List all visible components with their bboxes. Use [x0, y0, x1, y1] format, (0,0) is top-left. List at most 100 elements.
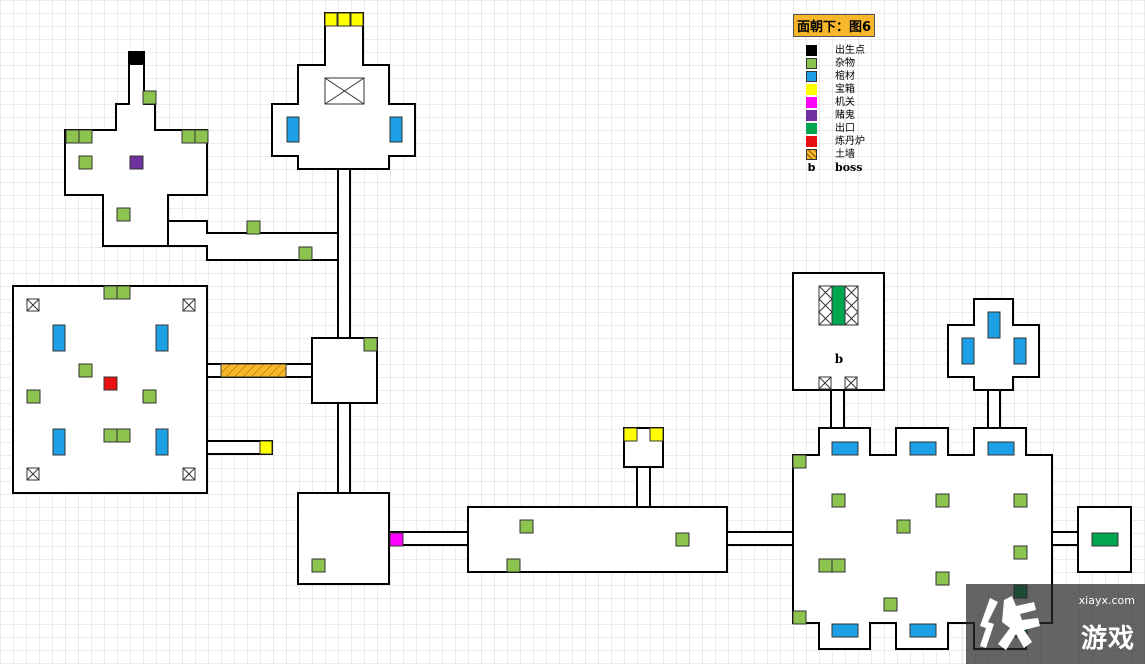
crossed-box [182, 467, 196, 481]
chest [623, 427, 638, 442]
watermark-name: 游戏 [1080, 624, 1135, 654]
misc-item [1013, 493, 1028, 508]
legend-title: 面朝下：图6 [793, 14, 876, 37]
coffin [155, 428, 169, 456]
legend-label: 赌鬼 [835, 110, 855, 121]
legend-item-spawn: 出生点 [793, 44, 875, 57]
earthwall-swatch [806, 149, 817, 160]
watermark-url: xiayx.com [1078, 594, 1135, 607]
furnace-swatch [806, 136, 817, 147]
legend-item-chest: 宝箱 [793, 83, 875, 96]
chests [259, 12, 664, 455]
exit-swatch [806, 123, 817, 134]
misc-item [831, 493, 846, 508]
ghost-swatch [806, 110, 817, 121]
northeast-neck [987, 389, 1001, 429]
legend-label: 出口 [835, 123, 855, 134]
misc-item [792, 454, 807, 469]
map-legend: 面朝下：图6 出生点 杂物 棺材 宝箱 机关 赌鬼 出口 炼丹炉 土墙 b bos… [793, 14, 876, 174]
misc-item [65, 129, 80, 144]
misc-item [363, 337, 378, 352]
misc-item [142, 389, 157, 404]
furnace [103, 376, 118, 391]
coffin [1013, 337, 1027, 365]
misc-swatch [806, 58, 817, 69]
crossed-box [182, 298, 196, 312]
legend-item-furnace: 炼丹炉 [793, 135, 875, 148]
earth-wall [220, 363, 287, 378]
misc-item [116, 428, 131, 443]
boss-neck [830, 389, 845, 429]
south-vertical-corridor [337, 402, 351, 494]
switch [389, 532, 404, 547]
north-chest-neck [636, 466, 651, 508]
boss-marker: b [835, 352, 843, 366]
crossed-box [844, 285, 859, 326]
coffin [909, 441, 937, 456]
legend-item-exit: 出口 [793, 122, 875, 135]
legend-label: 机关 [835, 97, 855, 108]
spawn-point [130, 52, 143, 65]
site-watermark: xiayx.com 游戏 [966, 584, 1145, 664]
legend-item-ghost: 赌鬼 [793, 109, 875, 122]
coffin [52, 324, 66, 352]
site-logo-icon [980, 596, 1040, 650]
misc-item [896, 519, 911, 534]
exit-room [1077, 506, 1132, 573]
coffin [987, 311, 1001, 339]
legend-label: 土墙 [835, 149, 855, 160]
misc-item [103, 428, 118, 443]
chest [337, 12, 351, 27]
spawn-swatch [806, 45, 817, 56]
legend-label: 出生点 [835, 45, 865, 56]
ghost [129, 155, 144, 170]
legend-item-earthwall: 土墙 [793, 148, 875, 161]
chest [259, 440, 273, 455]
legend-label: boss [835, 161, 863, 174]
legend-label: 棺材 [835, 71, 855, 82]
misc-item [519, 519, 534, 534]
chest [649, 427, 664, 442]
coffin [987, 441, 1015, 456]
exit-corridor [1051, 531, 1079, 546]
misc-item [506, 558, 521, 573]
coffin [155, 324, 169, 352]
misc-item [78, 129, 93, 144]
chest-swatch [806, 84, 817, 95]
misc-item [831, 558, 846, 573]
legend-item-switch: 机关 [793, 96, 875, 109]
misc-item [116, 207, 131, 222]
switch-swatch [806, 97, 817, 108]
coffin [909, 623, 937, 638]
legend-item-boss: b boss [793, 161, 875, 174]
crossed-box [26, 467, 40, 481]
misc-item [883, 597, 898, 612]
exit [1091, 532, 1119, 547]
northeast-cross-room [947, 298, 1040, 391]
crossed-box [26, 298, 40, 312]
misc-item [792, 610, 807, 625]
misc-item [78, 363, 93, 378]
exit [831, 285, 846, 326]
misc-item [78, 155, 93, 170]
coffin [831, 441, 859, 456]
misc-item [1013, 545, 1028, 560]
legend-label: 炼丹炉 [835, 136, 865, 147]
coffin [52, 428, 66, 456]
misc-item [103, 285, 118, 300]
crossed-box [818, 376, 832, 390]
misc-item [675, 532, 690, 547]
misc-item [181, 129, 196, 144]
coffin [961, 337, 975, 365]
misc-item [935, 493, 950, 508]
legend-label: 杂物 [835, 58, 855, 69]
legend-item-misc: 杂物 [793, 57, 875, 70]
chest [324, 12, 338, 27]
legend-list: 出生点 杂物 棺材 宝箱 机关 赌鬼 出口 炼丹炉 土墙 b boss [793, 44, 875, 174]
boss-symbol: b [807, 161, 816, 174]
coffin [831, 623, 859, 638]
misc-item [246, 220, 261, 235]
misc-item [116, 285, 131, 300]
misc-item [26, 389, 41, 404]
